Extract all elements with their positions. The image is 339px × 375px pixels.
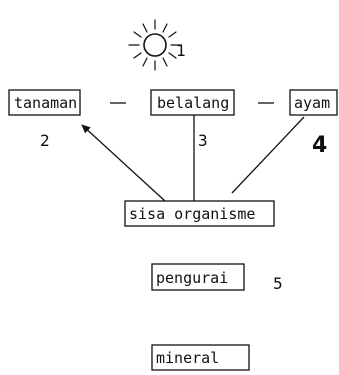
belalang-label: belalang: [157, 94, 229, 112]
mineral-box: [151, 344, 250, 371]
tanaman-box: [8, 89, 81, 116]
sun-icon: [128, 19, 182, 71]
arrow-to-tanaman: [81, 124, 166, 202]
line-to-ayam: [231, 116, 305, 194]
belalang-number: 3: [198, 131, 208, 150]
ayam-box: [289, 89, 338, 116]
pengurai-number: 5: [273, 274, 283, 293]
ayam-label: ayam: [294, 94, 330, 112]
sun-number: 1: [176, 41, 186, 60]
ayam-number: 4: [312, 133, 327, 158]
tanaman-number: 2: [40, 131, 50, 150]
sisa-organisme-label: sisa organisme: [129, 205, 255, 223]
belalang-box: [150, 89, 235, 116]
pengurai-box: [151, 263, 245, 291]
sisa-organisme-box: [124, 200, 275, 227]
mineral-label: mineral: [156, 349, 219, 367]
tanaman-label: tanaman: [14, 94, 77, 112]
pengurai-label: pengurai: [156, 269, 228, 287]
